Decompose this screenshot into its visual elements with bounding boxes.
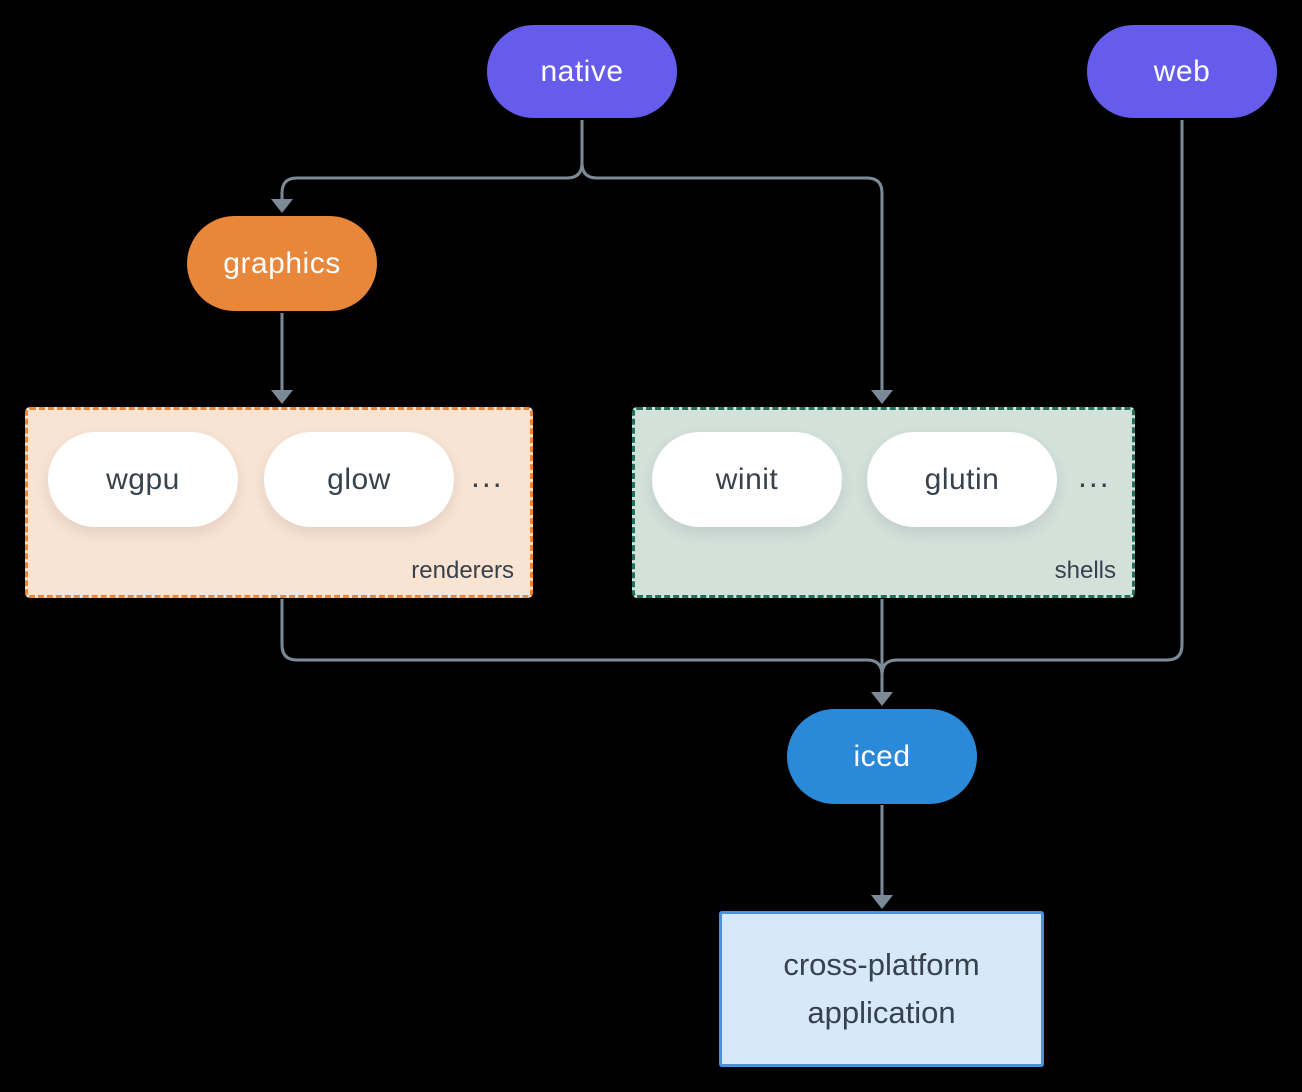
node-wgpu: wgpu xyxy=(48,432,238,527)
node-winit: winit xyxy=(652,432,842,527)
arrow-down-icon xyxy=(271,390,293,404)
node-iced: iced xyxy=(787,709,977,804)
node-glutin: glutin xyxy=(867,432,1057,527)
edge-native-to-shells xyxy=(580,120,884,391)
node-web: web xyxy=(1087,25,1277,118)
node-native: native xyxy=(487,25,677,118)
node-glow-label: glow xyxy=(327,462,391,496)
renderers-group-label: renderers xyxy=(411,557,514,584)
node-web-label: web xyxy=(1153,54,1211,88)
node-glow: glow xyxy=(264,432,454,527)
node-wgpu-label: wgpu xyxy=(106,462,180,496)
node-iced-label: iced xyxy=(853,739,911,773)
edge-web-to-iced xyxy=(880,120,1184,676)
shells-group-label: shells xyxy=(1054,557,1116,584)
edge-native-to-graphics xyxy=(280,120,584,200)
arrow-down-icon xyxy=(871,390,893,404)
node-graphics-label: graphics xyxy=(223,246,341,280)
node-graphics: graphics xyxy=(187,216,377,311)
node-winit-label: winit xyxy=(715,462,779,496)
node-glutin-label: glutin xyxy=(924,462,1000,496)
node-cross-platform-application: cross-platform application xyxy=(719,911,1044,1067)
arrow-down-icon xyxy=(871,895,893,909)
group-shells: winit glutin ... shells xyxy=(632,407,1135,598)
app-label-line1: cross-platform xyxy=(783,947,980,982)
node-native-label: native xyxy=(540,54,624,88)
shells-ellipsis: ... xyxy=(1078,458,1111,494)
renderers-ellipsis: ... xyxy=(471,458,504,494)
arrow-down-icon xyxy=(871,692,893,706)
arrow-down-icon xyxy=(271,199,293,213)
app-label-line2: application xyxy=(807,995,956,1030)
group-renderers: wgpu glow ... renderers xyxy=(25,407,533,598)
edge-renderers-to-iced xyxy=(280,599,884,676)
